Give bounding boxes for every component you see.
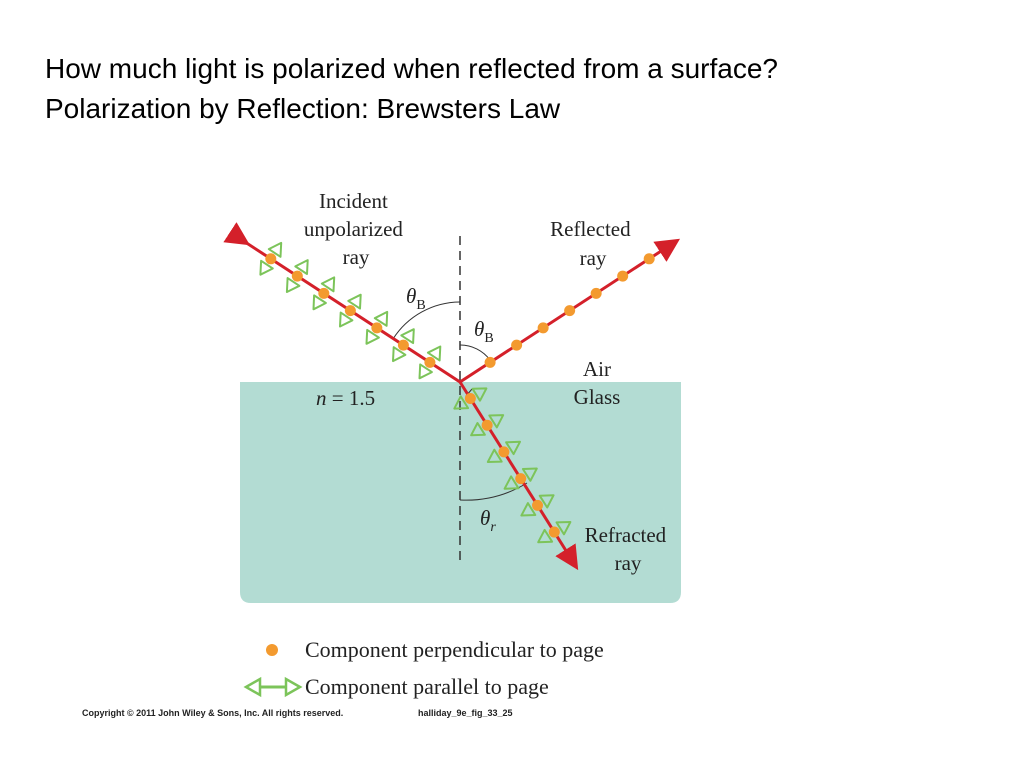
parallel-component-marker (267, 241, 283, 258)
perpendicular-component-dot (643, 253, 655, 265)
parallel-component-marker (294, 259, 309, 275)
legend-parallel-text: Component parallel to page (305, 674, 549, 699)
slide-title-line-1: How much light is polarized when reflect… (45, 53, 779, 84)
legend-parallel-arrow-icon (243, 676, 303, 698)
perpendicular-component-dot (511, 339, 523, 351)
parallel-component-marker (503, 475, 520, 490)
reflected-angle-label: θB (474, 317, 494, 346)
incident-angle-arc (392, 301, 461, 340)
incident-polarization-markers (259, 241, 442, 380)
reflected-angle-arc (459, 344, 491, 361)
perpendicular-component-dot (617, 270, 629, 282)
parallel-component-marker (486, 448, 503, 463)
perpendicular-component-dot (537, 322, 549, 334)
perpendicular-component-dot (318, 287, 330, 299)
perpendicular-component-dot (265, 253, 277, 265)
legend-perpendicular-dot (266, 644, 278, 656)
reflected-ray-label: Reflected ray (550, 217, 636, 270)
parallel-component-marker (470, 422, 486, 437)
parallel-component-marker (347, 293, 362, 310)
parallel-component-marker (259, 259, 274, 276)
incident-angle-label: θB (406, 284, 426, 313)
refracted-polarization-markers (453, 387, 572, 544)
parallel-component-marker (538, 494, 555, 509)
perpendicular-component-dot (498, 446, 510, 458)
parallel-component-marker (471, 387, 488, 402)
refractive-index-label: n = 1.5 (316, 386, 375, 410)
refracted-ray-label: Refracted ray (585, 523, 672, 575)
parallel-component-marker (426, 345, 442, 362)
parallel-component-marker (285, 277, 301, 293)
perpendicular-component-dot (291, 270, 303, 282)
parallel-component-marker (418, 363, 433, 380)
perpendicular-component-dot (424, 356, 436, 368)
figure-id: halliday_9e_fig_33_25 (418, 708, 513, 718)
parallel-component-marker (392, 346, 407, 363)
perpendicular-component-dot (564, 305, 576, 317)
parallel-component-marker (520, 502, 537, 517)
slide-title-line-2: Polarization by Reflection: Brewsters La… (45, 93, 561, 124)
parallel-component-marker (365, 328, 380, 345)
incident-ray-label: Incident unpolarized ray (304, 189, 408, 269)
perpendicular-component-dot (532, 499, 544, 511)
parallel-component-marker (505, 440, 521, 456)
perpendicular-component-dot (590, 287, 602, 299)
perpendicular-component-dot (484, 356, 496, 368)
perpendicular-component-dot (397, 339, 409, 351)
legend-perpendicular-text: Component perpendicular to page (305, 637, 604, 662)
parallel-component-marker (339, 311, 354, 328)
perpendicular-component-dot (464, 392, 476, 404)
parallel-component-marker (521, 467, 538, 482)
reflected-polarization-markers (484, 253, 655, 368)
parallel-component-marker (488, 414, 505, 429)
parallel-component-marker (400, 328, 415, 345)
parallel-component-marker (320, 276, 336, 293)
refraction-angle-arc (459, 482, 528, 501)
parallel-component-marker (453, 395, 470, 410)
perpendicular-component-dot (344, 305, 356, 317)
parallel-component-marker (537, 528, 554, 544)
perpendicular-component-dot (481, 419, 493, 431)
refraction-angle-label: θr (480, 506, 496, 535)
perpendicular-component-dot (371, 322, 383, 334)
perpendicular-component-dot (548, 526, 560, 538)
air-label: Air (583, 357, 611, 381)
copyright-notice: Copyright © 2011 John Wiley & Sons, Inc.… (82, 708, 344, 718)
glass-label: Glass (574, 385, 621, 409)
parallel-component-marker (312, 294, 327, 311)
parallel-component-marker (555, 521, 572, 536)
parallel-component-marker (373, 310, 389, 327)
perpendicular-component-dot (515, 473, 527, 485)
